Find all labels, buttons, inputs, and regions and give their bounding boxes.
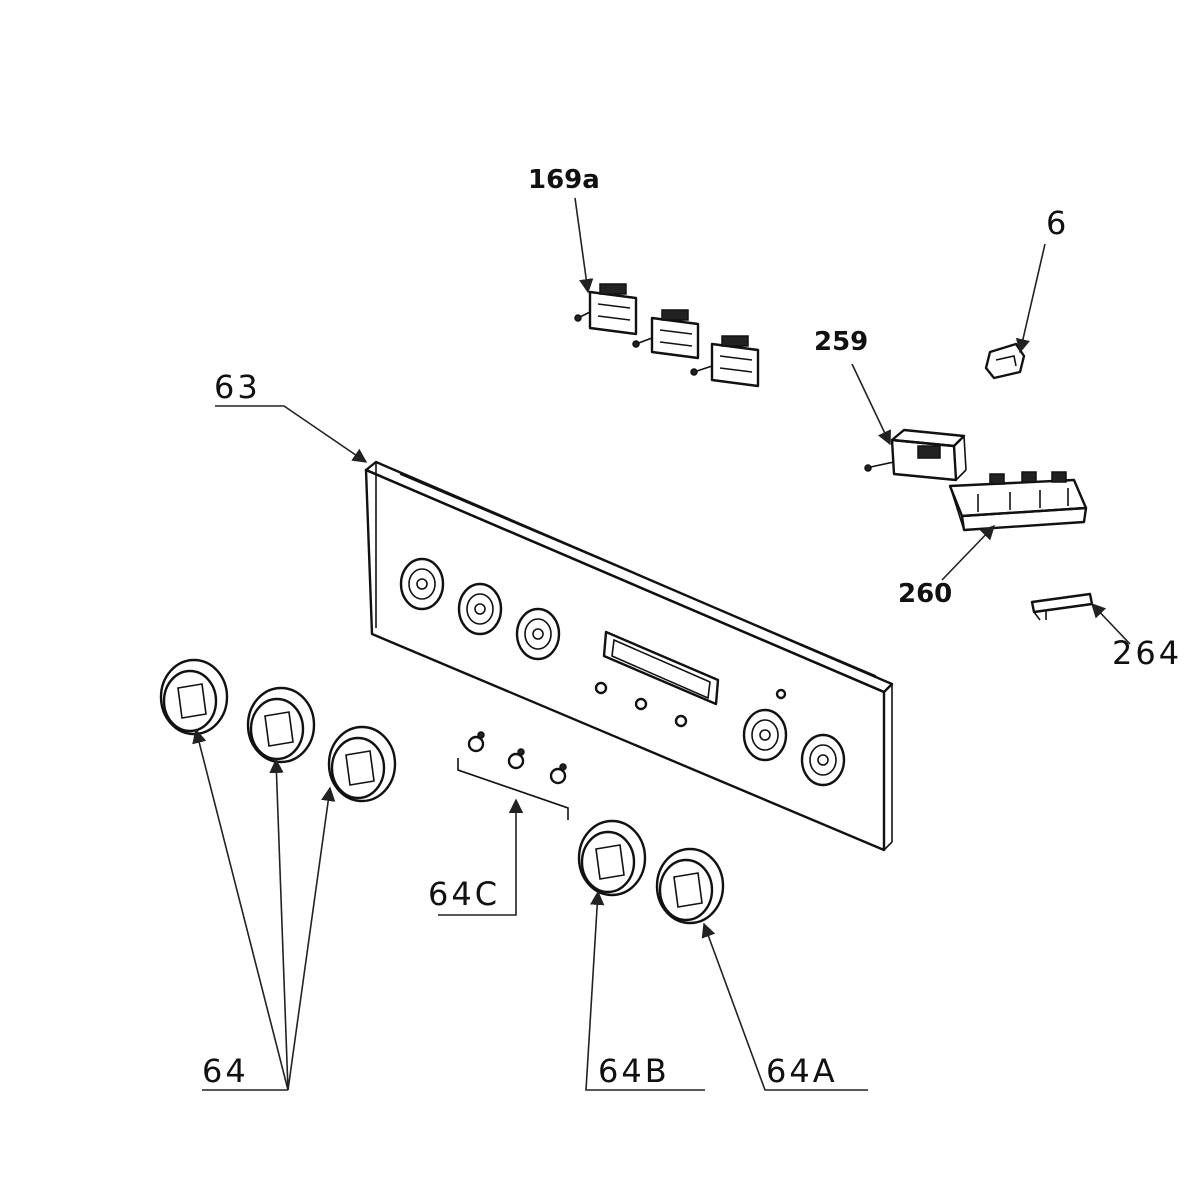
small-button-group	[457, 731, 569, 820]
terminal-block	[948, 471, 1088, 532]
small-button	[467, 731, 485, 753]
panel-button	[594, 681, 608, 695]
display-window	[602, 630, 720, 706]
relay	[864, 428, 967, 482]
control-knob	[327, 725, 397, 803]
leader-lines	[192, 197, 1131, 1091]
label-64: 64	[202, 1052, 249, 1090]
label-169a: 169a	[528, 165, 600, 195]
switch	[574, 283, 638, 336]
switch	[690, 335, 760, 388]
label-259: 259	[814, 327, 868, 357]
small-button	[507, 748, 525, 770]
panel-button	[674, 714, 688, 728]
panel-knob-bezel	[800, 733, 846, 787]
control-knob	[246, 686, 316, 764]
control-knob-a	[655, 847, 725, 925]
label-6: 6	[1046, 204, 1069, 242]
panel-knob-bezel	[399, 557, 445, 611]
label-64b: 64B	[598, 1052, 670, 1090]
control-panel	[364, 460, 894, 852]
label-64c: 64C	[428, 875, 500, 913]
control-knob	[159, 658, 229, 736]
switch	[632, 309, 700, 360]
bracket	[1030, 592, 1094, 621]
label-63: 63	[214, 368, 261, 406]
label-64a: 64A	[766, 1052, 838, 1090]
panel-button	[634, 697, 648, 711]
panel-knob-bezel	[515, 607, 561, 661]
label-260: 260	[898, 579, 952, 609]
panel-knob-bezel	[742, 708, 788, 762]
switch-group	[574, 283, 760, 388]
label-264: 264	[1112, 634, 1182, 672]
control-knob-b	[577, 819, 647, 897]
indicator-light	[775, 688, 787, 700]
small-button	[549, 763, 567, 785]
panel-knob-bezel	[457, 582, 503, 636]
clip	[984, 342, 1026, 380]
